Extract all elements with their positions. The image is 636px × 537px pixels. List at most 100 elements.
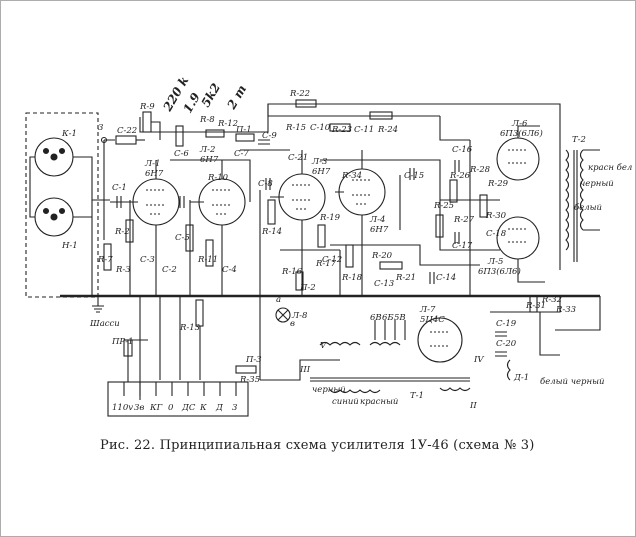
label-r16: R-16 (281, 267, 303, 277)
label-node-a: а (276, 295, 281, 305)
label-c13: С-13 (374, 279, 394, 289)
label-r8: R-8 (199, 115, 215, 125)
label-roman3: III (299, 365, 311, 375)
tube-l3 (278, 173, 326, 221)
label-r2: R-2 (114, 227, 130, 237)
label-d1: Д-1 (513, 373, 529, 383)
label-c15: С-15 (404, 171, 424, 181)
label-r13: R-13 (179, 323, 200, 333)
label-r14: R-14 (261, 227, 282, 237)
tube-l1 (132, 178, 180, 226)
rectifier-tube (417, 317, 463, 363)
label-roman2: II (469, 401, 477, 411)
label-l5: Л-5 (487, 257, 503, 267)
label-r24: R-24 (377, 125, 398, 135)
handwritten-note-3: 5k2 (198, 81, 223, 110)
tube-l2 (198, 178, 246, 226)
label-c2: С-2 (162, 265, 177, 275)
label-r34: R-34 (341, 171, 362, 181)
tube-l6 (496, 137, 540, 181)
label-r22: R-22 (289, 89, 310, 99)
label-c7: С-7 (234, 149, 249, 159)
label-r25: R-25 (433, 201, 454, 211)
label-r35: R-35 (239, 375, 260, 385)
label-r10: R-10 (207, 173, 229, 183)
label-c16: С-16 (452, 145, 473, 155)
label-l5-type: 6П3(6Л6) (478, 266, 521, 277)
label-l4-type: 6Н7 (370, 225, 389, 235)
label-wire-white: белый (574, 202, 602, 213)
label-wire-black: черный (312, 385, 346, 395)
label-c19: С-19 (496, 319, 517, 329)
label-l7: Л-7 (419, 305, 436, 315)
label-r9: R-9 (139, 102, 155, 112)
terminal-0: 0 (168, 403, 174, 413)
label-r19: R-19 (319, 213, 341, 223)
terminal-3: 3 (232, 403, 237, 413)
label-l3: Л-3 (311, 157, 327, 167)
label-c17: С-17 (452, 241, 473, 251)
label-c1: С-1 (112, 183, 127, 193)
label-k1: К-1 (61, 129, 77, 139)
label-wire-redwhite: красн бел (588, 162, 632, 173)
label-wire-blue: синий (332, 397, 359, 407)
label-r3: R-3 (115, 265, 131, 275)
label-sec5v: 5В (394, 313, 406, 323)
terminal-3v: 3в (134, 403, 144, 413)
label-c4: С-4 (222, 265, 237, 275)
label-l2: Л-2 (199, 145, 215, 155)
label-c9: С-9 (262, 131, 277, 141)
figure-caption: Рис. 22. Принципиальная схема усилителя … (100, 438, 535, 453)
label-wire-black2: черный (580, 179, 614, 189)
label-c22: С-22 (117, 126, 137, 136)
label-chassis: Шасси (89, 319, 120, 329)
label-l1: Л-1 (144, 159, 160, 169)
label-t2: Т-2 (572, 135, 586, 145)
label-l7-type: 5Ц4С (420, 315, 445, 325)
label-r30: R-30 (485, 211, 507, 221)
label-l2-type: 6Н7 (200, 155, 219, 165)
label-r12: R-12 (217, 119, 238, 129)
label-r7: R-7 (97, 255, 113, 265)
label-roman5: V (320, 341, 327, 351)
label-r17: R-17 (315, 259, 337, 269)
label-l4: Л-4 (369, 215, 385, 225)
label-c21: С-21 (288, 153, 308, 163)
terminal-kg: КГ (149, 403, 163, 413)
terminal-ds: ДС (181, 403, 196, 413)
label-r33: R-33 (555, 305, 576, 315)
label-t1: Т-1 (410, 391, 424, 401)
label-p2: П-2 (299, 283, 316, 293)
label-r29: R-29 (487, 179, 509, 189)
label-r32: R-32 (541, 295, 562, 305)
label-pr1: ПР-1 (111, 337, 133, 347)
label-node3: 3 (98, 123, 103, 133)
label-l8: Л-8 (291, 311, 308, 321)
label-r21: R-21 (395, 273, 416, 283)
label-node-v: в (290, 319, 295, 329)
label-r23: R-23 (331, 125, 352, 135)
label-r27: R-27 (453, 215, 475, 225)
terminal-110v: 110v (112, 403, 133, 413)
label-r28: R-28 (469, 165, 491, 175)
handwritten-note-4: 2 m (224, 83, 249, 113)
label-c14: С-14 (436, 273, 456, 283)
label-c11: С-11 (354, 125, 374, 135)
label-r20: R-20 (371, 251, 393, 261)
power-transformer (310, 377, 470, 382)
terminal-strip (107, 381, 249, 417)
label-r31: R-31 (525, 301, 546, 311)
pilot-lamp (275, 307, 291, 323)
label-c5: С-5 (175, 233, 190, 243)
label-c8: С-8 (258, 179, 273, 189)
input-connector-box (25, 112, 99, 298)
label-n1: Н-1 (61, 241, 78, 251)
label-c6: С-6 (174, 149, 189, 159)
label-c3: С-3 (140, 255, 155, 265)
label-c20: С-20 (496, 339, 517, 349)
label-c10: С-10 (310, 123, 331, 133)
label-l6-type: 6П3(6Л6) (500, 128, 543, 139)
label-r11: R-11 (197, 255, 218, 265)
